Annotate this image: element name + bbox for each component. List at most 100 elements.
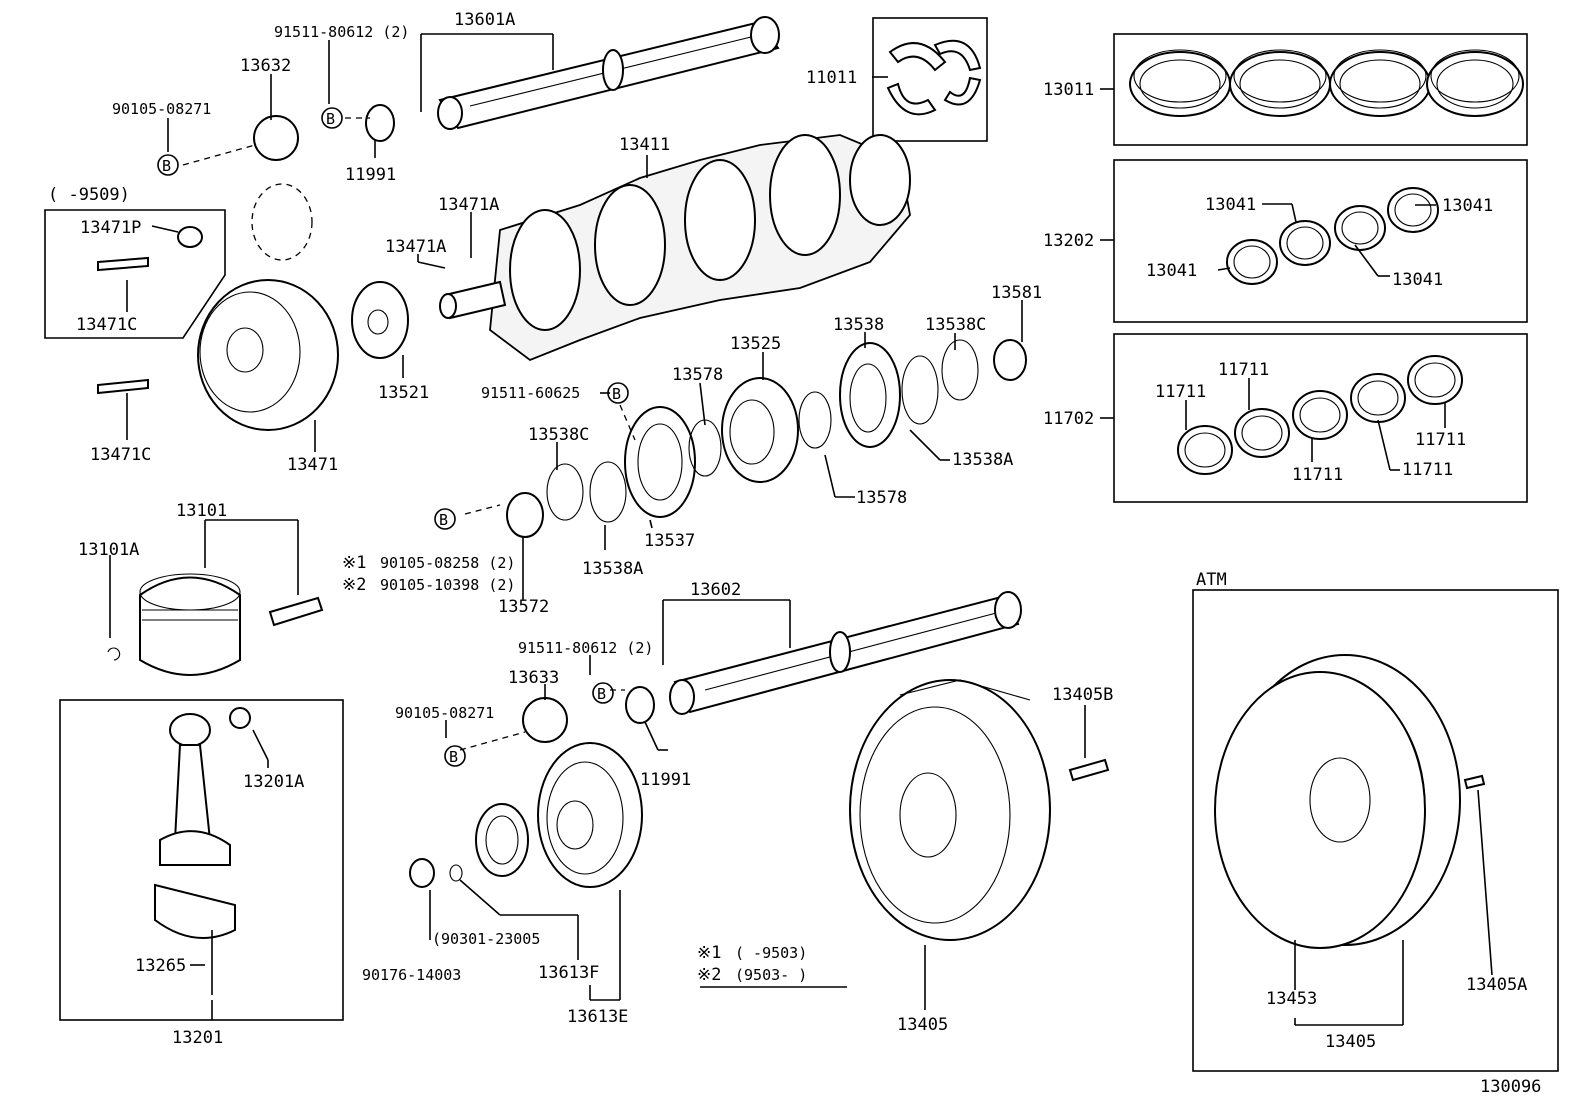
label-13601a: 13601A — [454, 10, 515, 30]
label-11711-e: 11711 — [1402, 460, 1453, 480]
label-13265: 13265 — [135, 956, 186, 976]
thrust-washers-icon — [886, 39, 982, 116]
bolt-symbol-5: B — [597, 685, 606, 703]
label-13521: 13521 — [378, 383, 429, 403]
label-13041-bottom: 13041 — [1392, 270, 1443, 290]
label-13405-flywheel: 13405 — [897, 1015, 948, 1035]
label-91511-80612-lower: 91511-80612 (2) — [518, 639, 653, 657]
label-11711-d: 11711 — [1292, 465, 1343, 485]
label-13578-lower: 13578 — [856, 488, 907, 508]
plate-11991-lower-icon — [625, 686, 655, 724]
label-13405a: 13405A — [1466, 975, 1527, 995]
connecting-rod-icon — [154, 707, 251, 995]
label-13041-top-right: 13041 — [1442, 196, 1493, 216]
label-90105-08271-upper: 90105-08271 — [112, 100, 211, 118]
label-13405b: 13405B — [1052, 685, 1113, 705]
atm-drive-plate-box — [1192, 589, 1559, 1072]
label-13538: 13538 — [833, 315, 884, 335]
piston-rings-icon — [1129, 49, 1524, 117]
label-note-range2: (9503- ) — [735, 966, 807, 984]
piston-icon — [107, 573, 324, 676]
balance-shaft-upper-icon — [437, 16, 780, 130]
label-13537: 13537 — [644, 531, 695, 551]
label-13471p: 13471P — [80, 218, 141, 238]
bolt-13471c-icon — [97, 378, 149, 395]
label-11711-a: 11711 — [1155, 382, 1206, 402]
label-11702: 11702 — [1043, 409, 1094, 429]
label-13602: 13602 — [690, 580, 741, 600]
part-labels: 13601A 91511-80612 (2) 13632 90105-08271… — [48, 10, 1541, 1097]
label-atm: ATM — [1196, 570, 1227, 590]
label-13525: 13525 — [730, 334, 781, 354]
label-90105-08271-lower: 90105-08271 — [395, 704, 494, 722]
rod-bearing-set-box — [1113, 159, 1528, 323]
label-91511-80612-upper: 91511-80612 (2) — [274, 23, 409, 41]
label-note-range1: ( -9503) — [735, 944, 807, 962]
leader-lines — [109, 33, 1493, 1026]
label-13471a-lower: 13471A — [385, 237, 446, 257]
timing-gears-icon — [251, 115, 568, 743]
label-11711-b: 11711 — [1218, 360, 1269, 380]
label-13041-top-left: 13041 — [1205, 195, 1256, 215]
label-13101a: 13101A — [78, 540, 139, 560]
label-diagram-id: 130096 — [1480, 1077, 1541, 1097]
bolt-symbol-3: B — [612, 385, 621, 403]
label-91511-60625: 91511-60625 — [481, 384, 580, 402]
crank-gear-icon — [537, 742, 643, 888]
flywheel-icon — [849, 679, 1051, 941]
label-13632: 13632 — [240, 56, 291, 76]
drive-plate-icon — [1214, 654, 1461, 949]
label-note-mark1: ※1 — [697, 943, 721, 963]
label-inset-range: ( -9509) — [48, 185, 130, 205]
rod-bearings-icon — [1226, 187, 1439, 285]
crankshaft-icon — [439, 134, 911, 362]
label-13471a-upper: 13471A — [438, 195, 499, 215]
label-13633: 13633 — [508, 668, 559, 688]
bolt-symbol-4: B — [439, 511, 448, 529]
label-13538a-lower: 13538A — [582, 559, 643, 579]
crank-pulley-icon — [197, 279, 339, 431]
label-11711-c: 11711 — [1415, 430, 1466, 450]
label-13405-atm: 13405 — [1325, 1032, 1376, 1052]
label-13538c-lower: 13538C — [528, 425, 589, 445]
label-13201a: 13201A — [243, 772, 304, 792]
label-13411: 13411 — [619, 135, 670, 155]
plug-icon — [409, 858, 435, 888]
oil-seal-icon — [475, 803, 529, 877]
connecting-rod-box — [59, 699, 344, 1021]
label-90105-10398: 90105-10398 (2) — [380, 576, 515, 594]
bolt-symbol-marks: B B B B B B — [157, 107, 629, 767]
label-ref2: ※2 — [342, 575, 366, 595]
label-13572: 13572 — [498, 597, 549, 617]
label-13613f: 13613F — [538, 963, 599, 983]
bolt-13405b-icon — [1068, 758, 1110, 782]
label-13101: 13101 — [176, 501, 227, 521]
label-11991-lower: 11991 — [640, 770, 691, 790]
label-11991-upper: 11991 — [345, 165, 396, 185]
label-90176-14003: 90176-14003 — [362, 966, 461, 984]
main-bearings-icon — [1177, 355, 1463, 475]
label-90301-23005: (90301-23005 — [432, 930, 540, 948]
label-13201: 13201 — [172, 1028, 223, 1048]
bolt-symbol-2: B — [326, 110, 335, 128]
label-13538a-right: 13538A — [952, 450, 1013, 470]
label-11011: 11011 — [806, 68, 857, 88]
label-13041-left: 13041 — [1146, 261, 1197, 281]
label-13578-upper: 13578 — [672, 365, 723, 385]
label-13202: 13202 — [1043, 231, 1094, 251]
balance-shaft-lower-icon — [669, 591, 1022, 715]
bolt-13471c-inset-icon — [97, 256, 149, 272]
bolt-symbol-1: B — [162, 157, 171, 175]
label-13538c-upper: 13538C — [925, 315, 986, 335]
plate-11991-icon — [365, 104, 395, 142]
pin-13405a-icon — [1463, 774, 1486, 790]
label-note-mark2: ※2 — [697, 965, 721, 985]
bolt-symbol-6: B — [449, 748, 458, 766]
label-13471c: 13471C — [90, 445, 151, 465]
label-ref1: ※1 — [342, 553, 366, 573]
label-90105-08258: 90105-08258 (2) — [380, 554, 515, 572]
inset-bolt-box — [44, 209, 226, 339]
label-13613e: 13613E — [567, 1007, 628, 1027]
thrust-washer-box — [872, 17, 988, 142]
